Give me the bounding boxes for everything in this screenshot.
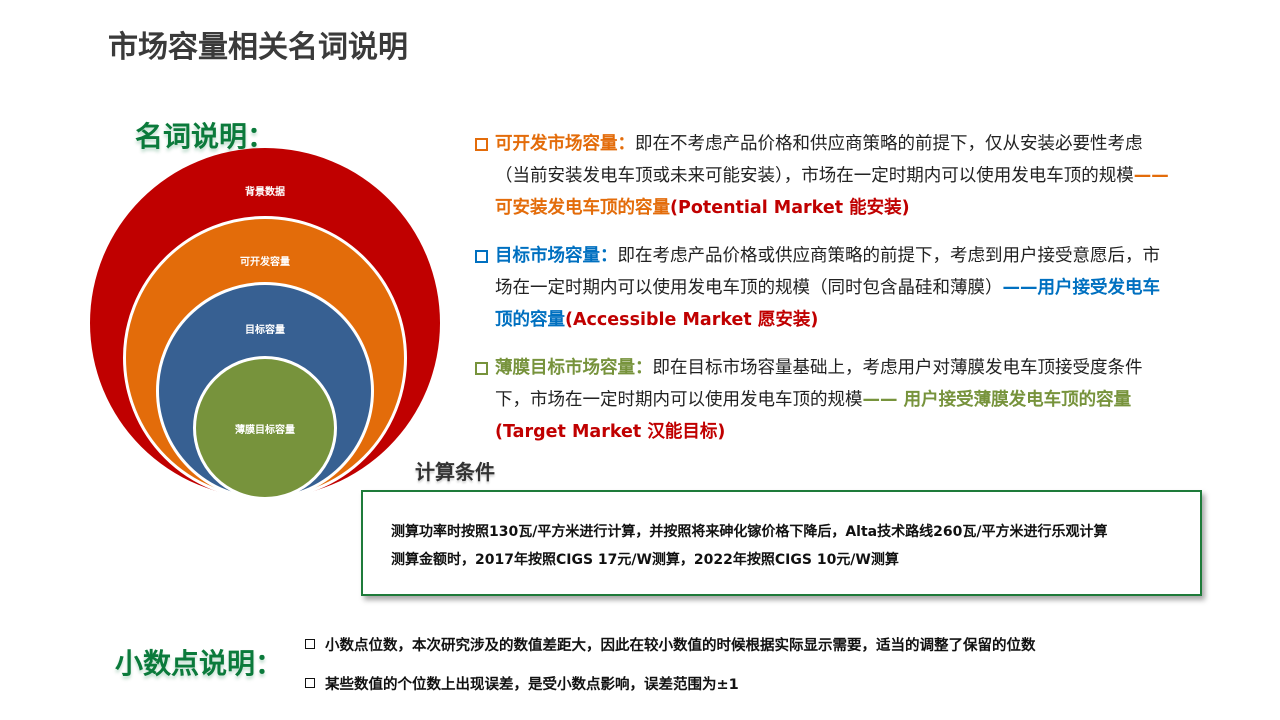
definitions-list: 可开发市场容量：即在不考虑产品价格和供应商策略的前提下，仅从安装必要性考虑（当前… bbox=[475, 128, 1175, 464]
decimal-heading: 小数点说明： bbox=[115, 647, 284, 680]
english-term: (Potential Market 能安装) bbox=[670, 198, 910, 218]
definition-body: 即在目标市场容量基础上，考虑用户对薄膜发电车顶接受度条件下，市场在一定时期内可以… bbox=[495, 358, 1143, 410]
circle-label: 薄膜目标容量 bbox=[235, 425, 295, 436]
term: 可开发市场容量： bbox=[495, 134, 635, 154]
circle-label: 可开发容量 bbox=[240, 257, 290, 268]
decimal-note: 小数点位数，本次研究涉及的数值差距大，因此在较小数值的时候根据实际显示需要，适当… bbox=[305, 634, 1036, 655]
square-bullet-icon bbox=[475, 138, 488, 151]
page-title: 市场容量相关名词说明 bbox=[108, 30, 408, 65]
square-bullet-icon bbox=[475, 362, 488, 375]
definition-accessible-market: 目标市场容量：即在考虑产品价格或供应商策略的前提下，考虑到用户接受意愿后，市场在… bbox=[475, 240, 1175, 336]
conditions-heading: 计算条件 bbox=[415, 460, 495, 484]
english-term: (Accessible Market 愿安装) bbox=[565, 310, 819, 330]
definition-potential-market: 可开发市场容量：即在不考虑产品价格和供应商策略的前提下，仅从安装必要性考虑（当前… bbox=[475, 128, 1175, 224]
note-text: 小数点位数，本次研究涉及的数值差距大，因此在较小数值的时候根据实际显示需要，适当… bbox=[325, 638, 1036, 654]
condition-line: 测算金额时，2017年按照CIGS 17元/W测算，2022年按照CIGS 10… bbox=[391, 552, 899, 568]
english-term: (Target Market 汉能目标) bbox=[495, 422, 726, 442]
definition-target-market: 薄膜目标市场容量：即在目标市场容量基础上，考虑用户对薄膜发电车顶接受度条件下，市… bbox=[475, 352, 1175, 448]
decimal-note: 某些数值的个位数上出现误差，是受小数点影响，误差范围为±1 bbox=[305, 673, 739, 694]
note-text: 某些数值的个位数上出现误差，是受小数点影响，误差范围为±1 bbox=[325, 677, 739, 693]
terms-heading: 名词说明： bbox=[135, 120, 276, 153]
square-bullet-icon bbox=[305, 678, 315, 688]
square-bullet-icon bbox=[475, 250, 488, 263]
dash: —— bbox=[1002, 278, 1038, 298]
square-bullet-icon bbox=[305, 639, 315, 649]
dash: —— bbox=[862, 390, 904, 410]
dash: —— bbox=[1133, 166, 1169, 186]
term: 目标市场容量： bbox=[495, 246, 618, 266]
conditions-box: 测算功率时按照130瓦/平方米进行计算，并按照将来砷化镓价格下降后，Alta技术… bbox=[361, 490, 1202, 596]
circle-label: 背景数据 bbox=[245, 187, 285, 198]
highlight: 用户接受发电车顶的容量 bbox=[495, 278, 1160, 330]
highlight: 可安装发电车顶的容量 bbox=[495, 198, 670, 218]
definition-body: 即在不考虑产品价格和供应商策略的前提下，仅从安装必要性考虑（当前安装发电车顶或未… bbox=[495, 134, 1143, 186]
circle-thin-film-target-capacity: 薄膜目标容量 bbox=[193, 356, 337, 500]
circle-label: 目标容量 bbox=[245, 325, 285, 336]
definition-body: 即在考虑产品价格或供应商策略的前提下，考虑到用户接受意愿后，市场在一定时期内可以… bbox=[495, 246, 1160, 298]
condition-line: 测算功率时按照130瓦/平方米进行计算，并按照将来砷化镓价格下降后，Alta技术… bbox=[391, 524, 1108, 540]
highlight: 用户接受薄膜发电车顶的容量 bbox=[903, 390, 1132, 410]
term: 薄膜目标市场容量： bbox=[495, 358, 653, 378]
